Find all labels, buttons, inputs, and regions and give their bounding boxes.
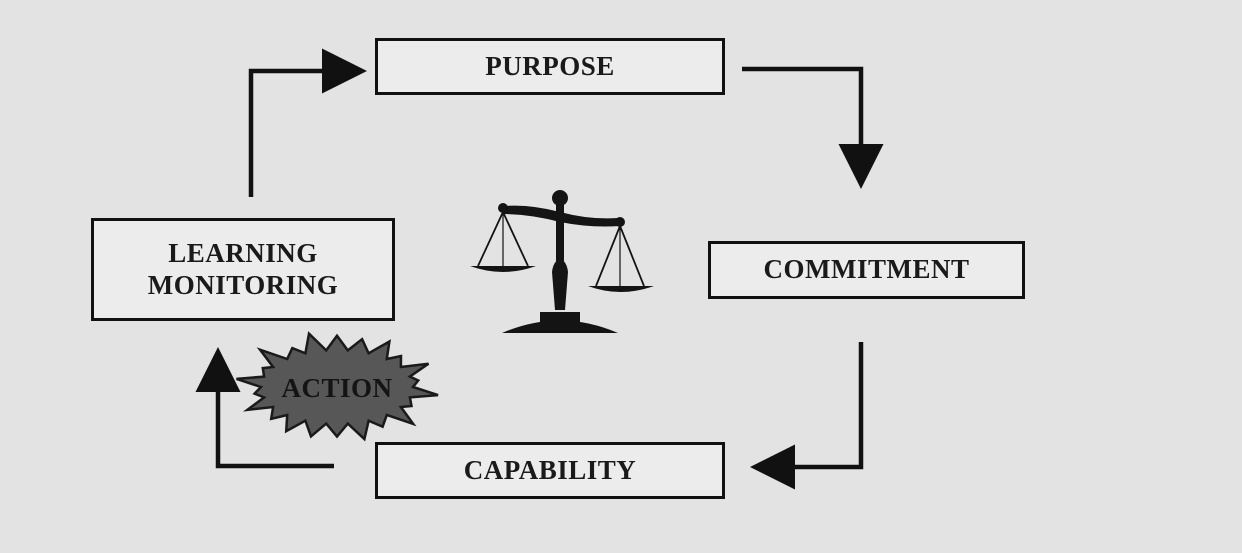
monitoring-label: MONITORING	[147, 269, 339, 300]
action-starburst	[236, 331, 439, 442]
capability-label: CAPABILITY	[463, 454, 637, 485]
arrow-capability-to-learning	[195, 347, 334, 469]
learning-label: LEARNING	[168, 238, 318, 269]
learning-monitoring-box: LEARNING MONITORING	[91, 218, 395, 321]
commitment-label: COMMITMENT	[763, 254, 970, 285]
action-label: ACTION	[281, 372, 393, 403]
arrow-commitment-to-capability	[750, 342, 864, 490]
purpose-box: PURPOSE	[375, 38, 725, 95]
purpose-label: PURPOSE	[485, 50, 615, 81]
commitment-box: COMMITMENT	[708, 241, 1025, 299]
balance-scale-icon	[470, 190, 654, 333]
arrow-purpose-to-commitment	[742, 66, 884, 189]
arrow-learning-to-purpose	[248, 48, 367, 197]
capability-box: CAPABILITY	[375, 442, 725, 499]
